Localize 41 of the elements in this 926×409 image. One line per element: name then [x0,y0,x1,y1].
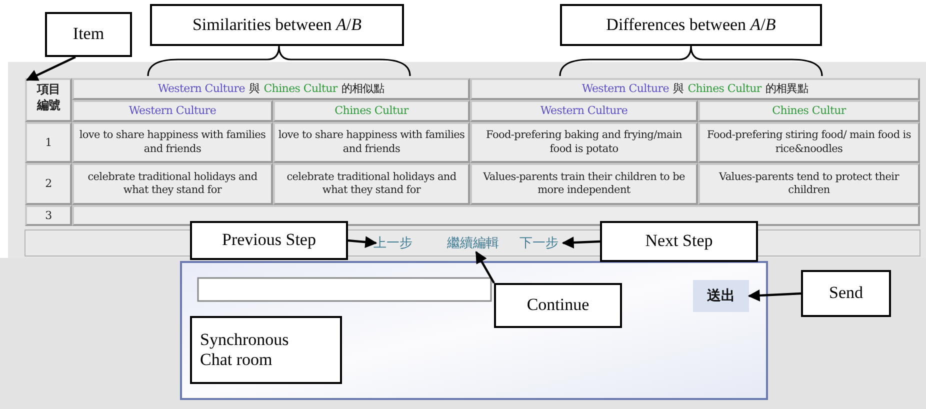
arrow [475,250,495,284]
callout-box: Synchronous Chat room [190,316,342,384]
header-text: Western Culture [582,82,669,96]
table-cell: Food-prefering baking and frying/main food is potato [470,122,698,163]
table-cell: love to share happiness with families and friends [273,122,470,163]
header-text: 與 [672,82,684,96]
column-header: Chines Cultur [273,100,470,122]
header-cell: 項目編號 [25,78,72,122]
column-header: Western Culture [470,100,698,122]
header-text: 的相異點 [765,82,808,96]
table-cell: Values-parents tend to protect their children [698,163,920,205]
row-number: 2 [25,163,72,205]
callout-box: Differences between A/B [560,4,822,46]
header-cell [72,78,470,100]
arrow [26,56,76,81]
header-text: Chines Cultur [264,82,338,96]
arrow [748,290,802,302]
callout-box: Continue [494,283,622,328]
column-header: Western Culture [72,100,273,122]
next-link: 下一步 [515,234,563,252]
continue-link: 繼續編輯 [441,234,505,252]
row-number: 1 [25,122,72,163]
callout-box: Previous Step [190,221,348,260]
callout-box: Send [801,270,891,317]
column-header: Chines Cultur [698,100,920,122]
table-cell: celebrate traditional holidays and what they stand for [72,163,273,205]
header-cell [470,78,920,100]
callout-box: Item [45,12,132,57]
table-cell: love to share happiness with families and friends [72,122,273,163]
previous-link: 上一步 [376,234,410,252]
row-number: 3 [25,205,72,226]
callout-box: Similarities between A/B [150,4,404,46]
send-button: 送出 [693,280,749,312]
header-text: 的相似點 [341,82,384,96]
header-text: 與 [248,82,260,96]
header-text: Western Culture [158,82,245,96]
table-cell: celebrate traditional holidays and what they stand for [273,163,470,205]
callout-box: Next Step [600,221,758,262]
table-cell: Food-prefering stiring food/ main food is rice&noodles [698,122,920,163]
header-text: Chines Cultur [688,82,762,96]
table-cell: Values-parents train their children to be more independent [470,163,698,205]
